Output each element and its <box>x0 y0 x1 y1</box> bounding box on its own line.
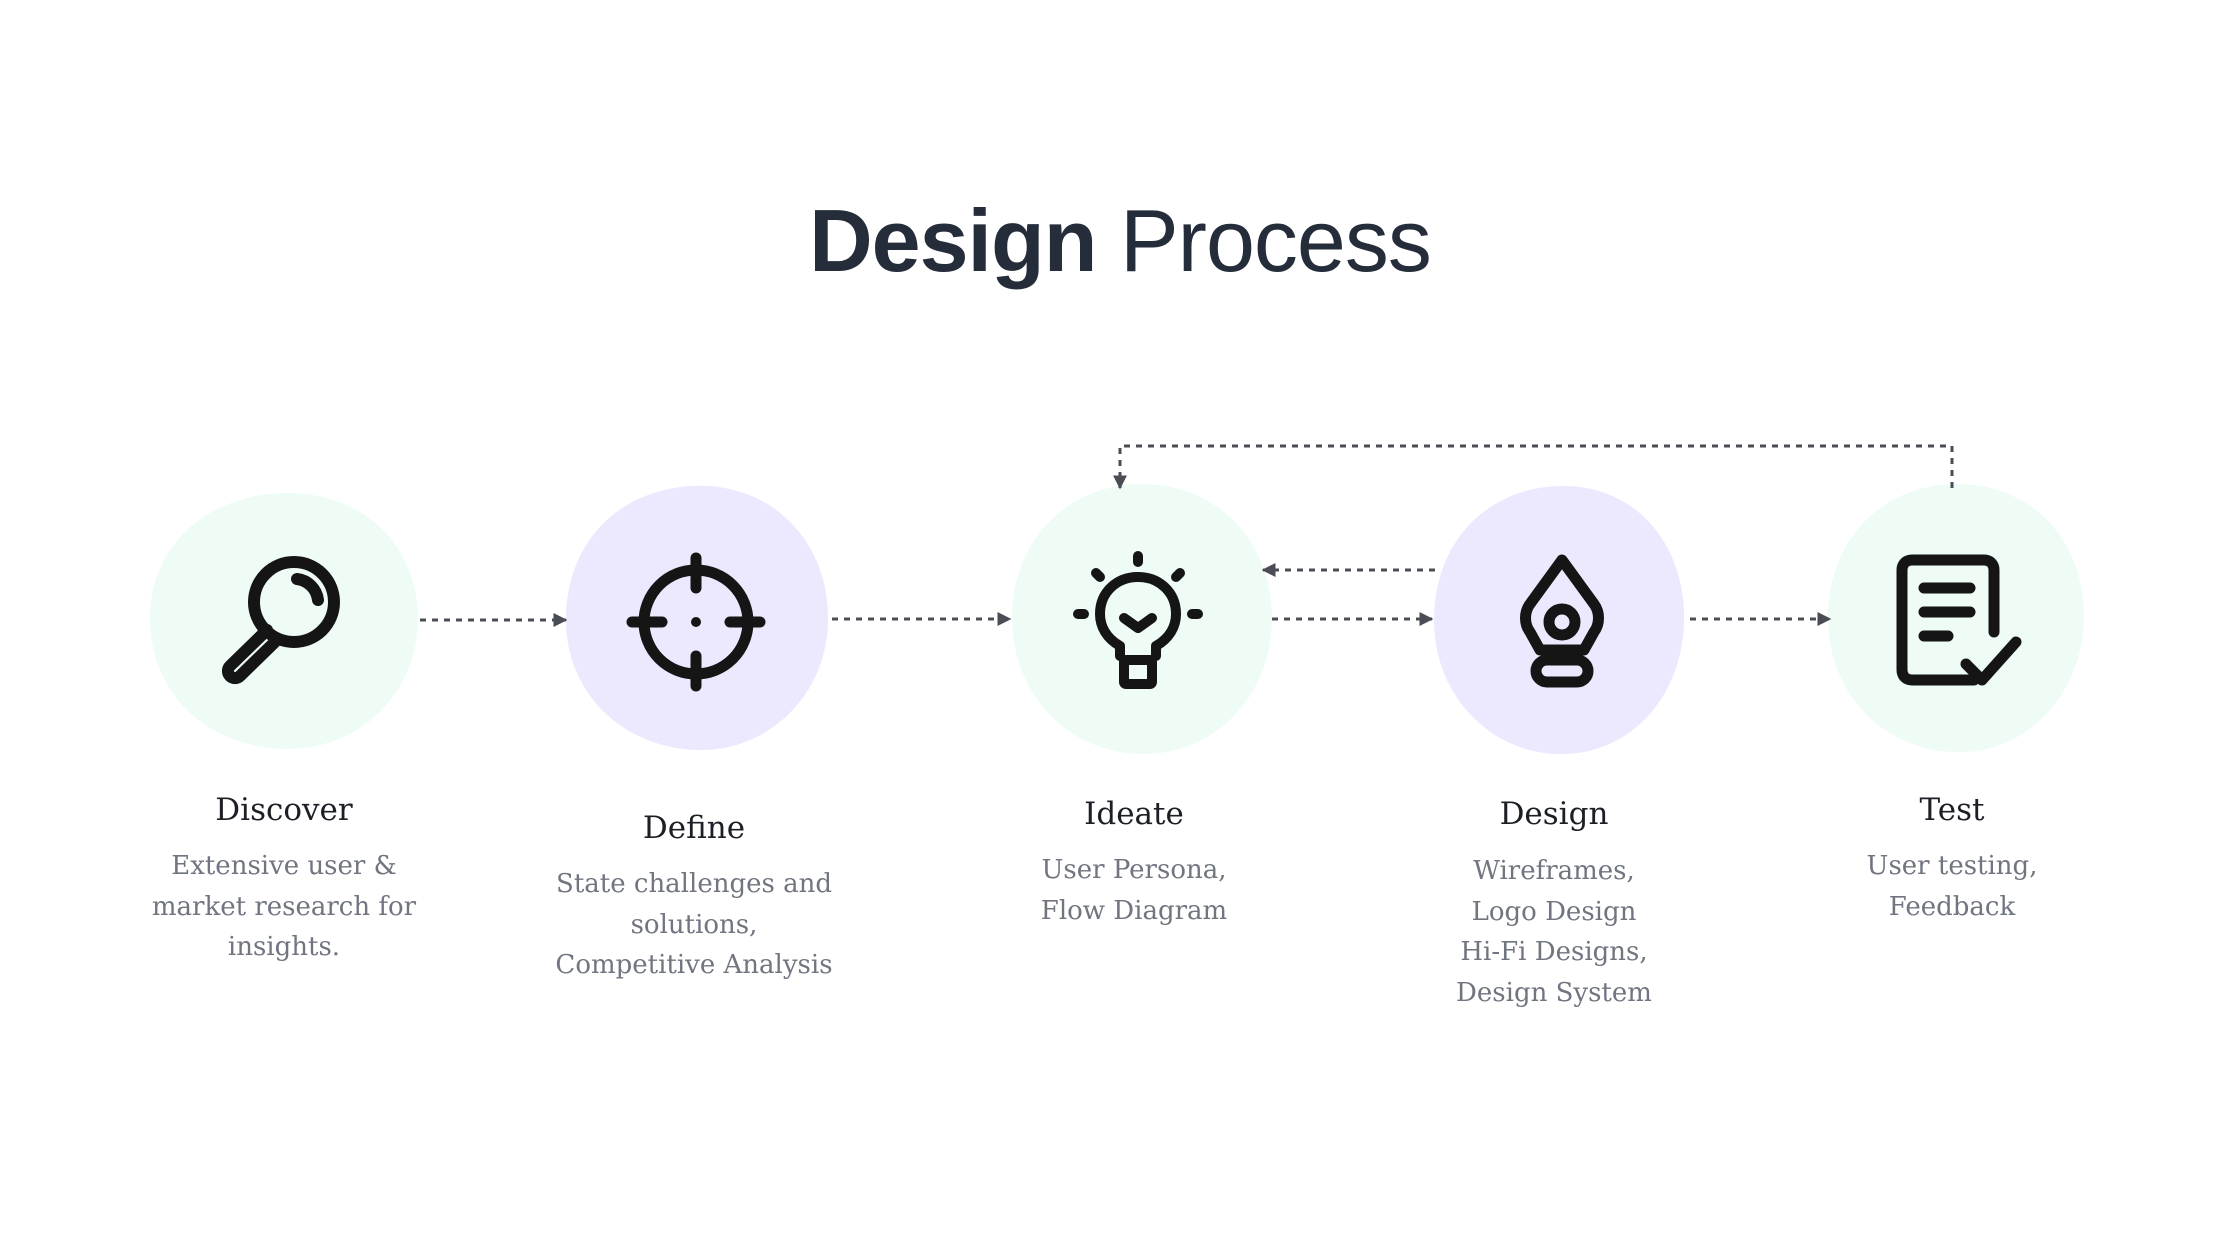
discover-blob <box>150 492 418 750</box>
crosshair-icon <box>626 552 766 692</box>
checklist-icon <box>1896 554 2022 686</box>
lightbulb-icon <box>1073 551 1203 689</box>
arrow-test-ideate <box>1113 444 1954 490</box>
step-label-design: Design <box>1499 796 1609 832</box>
step-label-test: Test <box>1919 792 1985 828</box>
step-desc-test: User testing, Feedback <box>1866 851 2038 922</box>
page-title: Design Process <box>0 186 2240 296</box>
step-desc-discover: Extensive user & market research for ins… <box>151 851 417 962</box>
step-desc-design: Wireframes, Logo Design Hi-Fi Designs, D… <box>1456 856 1652 1008</box>
design-blob <box>1434 485 1685 755</box>
step-label-define: Define <box>642 810 746 846</box>
title-regular: Process <box>1119 191 1432 290</box>
pen-tool-icon <box>1520 554 1604 688</box>
title-bold: Design <box>809 191 1097 290</box>
magnifier-icon <box>221 556 340 685</box>
step-label-discover: Discover <box>215 792 353 828</box>
step-desc-define: State challenges and solutions, Competit… <box>555 869 833 980</box>
test-blob <box>1828 483 2085 753</box>
step-label-ideate: Ideate <box>1084 796 1184 832</box>
step-desc-ideate: User Persona, Flow Diagram <box>1040 855 1228 926</box>
